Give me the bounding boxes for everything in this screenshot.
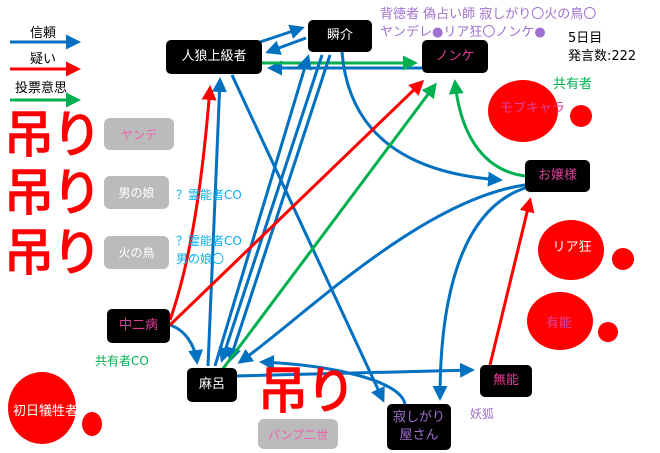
roles-line-1: 背徳者 偽占い師 寂しがり〇火の鳥〇 xyxy=(380,7,597,22)
legend-suspect-label: 疑い xyxy=(30,52,57,67)
arrow-jinro-to-sabishigari xyxy=(230,74,385,403)
note-kyouyuu: 共有者 xyxy=(553,77,593,92)
hanged-node-panpu[interactable]: パンプ二世 xyxy=(258,419,338,449)
arrow-maro-to-shunsuke-1 xyxy=(213,54,312,367)
node-sabishigari[interactable]: 寂しがり屋さん xyxy=(387,404,451,450)
node-riakyou[interactable]: リア狂 xyxy=(552,240,592,256)
arrow-ojousama-to-maro xyxy=(237,183,526,364)
arrow-chuunibyou-to-maro xyxy=(169,323,204,365)
node-munou[interactable]: 無能 xyxy=(480,365,532,397)
blood-splat xyxy=(598,322,618,342)
blood-splat xyxy=(570,105,592,127)
node-nonke[interactable]: ノンケ xyxy=(422,40,488,73)
hanged-node-otokonoko[interactable]: 男の娘 xyxy=(104,176,169,209)
arrow-munou-to-ojousama xyxy=(488,197,535,366)
node-yuunou[interactable]: 有能 xyxy=(545,316,572,332)
hanged-stamp: 吊り xyxy=(4,164,102,222)
arrow-shunsuke-to-jinro xyxy=(265,36,307,55)
note-reinou-2: ？霊能者CO xyxy=(176,234,242,248)
hanged-stamp: 吊り xyxy=(258,362,356,420)
node-jinro[interactable]: 人狼上級者 xyxy=(166,40,262,74)
blood-splat xyxy=(612,248,634,270)
arrow-chuunibyou-to-jinro xyxy=(168,85,217,321)
arrow-ojousama-to-sabishigari xyxy=(432,186,526,401)
node-shonichi[interactable]: 初日犠牲者 xyxy=(12,403,78,419)
hanged-node-yandere[interactable]: ヤンデ xyxy=(104,118,174,150)
roles-line-2: ヤンデレ●リア狂〇ノンケ● xyxy=(380,25,546,40)
blood-splat xyxy=(82,412,102,436)
note-reinou-1: ？霊能者CO xyxy=(176,188,242,202)
hanged-stamp: 吊り xyxy=(4,224,102,282)
arrow-jinro-to-shunsuke xyxy=(259,24,305,44)
arrow-maro-vote-nonke xyxy=(220,82,437,371)
blood-splat xyxy=(527,292,593,350)
legend-vote-label: 投票意思 xyxy=(15,81,68,96)
arrow-shunsuke-to-maro-2 xyxy=(226,54,332,363)
legend-trust-label: 信頼 xyxy=(30,26,57,41)
blood-splat xyxy=(538,220,604,280)
note-otokonoko-maru: 男の娘〇 xyxy=(176,252,225,266)
node-shunsuke[interactable]: 瞬介 xyxy=(308,20,372,52)
hanged-stamp: 吊り xyxy=(4,106,102,164)
arrow-ojousama-vote-nonke xyxy=(448,79,526,178)
node-maro[interactable]: 麻呂 xyxy=(187,368,237,402)
blood-splat xyxy=(8,372,76,444)
arrow-maro-to-jinro xyxy=(206,77,227,367)
arrow-shunsuke-to-maro-1 xyxy=(218,54,324,363)
note-youko: 妖狐 xyxy=(470,407,495,421)
arrow-chuunibyou-to-nonke xyxy=(168,79,425,327)
arrow-shunsuke-to-ojousama xyxy=(340,51,503,187)
blood-splat xyxy=(488,80,558,142)
arrow-sabishigari-to-maro xyxy=(259,355,407,405)
node-chuunibyou[interactable]: 中二病 xyxy=(107,309,170,343)
note-kyouyuu-co: 共有者CO xyxy=(95,354,149,368)
hanged-node-hinotori[interactable]: 火の鳥 xyxy=(104,236,169,269)
day-counter: 5日目 xyxy=(568,31,603,46)
post-count: 発言数:222 xyxy=(568,49,637,64)
node-mob[interactable]: モブキャラ xyxy=(499,101,565,117)
node-ojousama[interactable]: お嬢様 xyxy=(525,160,590,192)
